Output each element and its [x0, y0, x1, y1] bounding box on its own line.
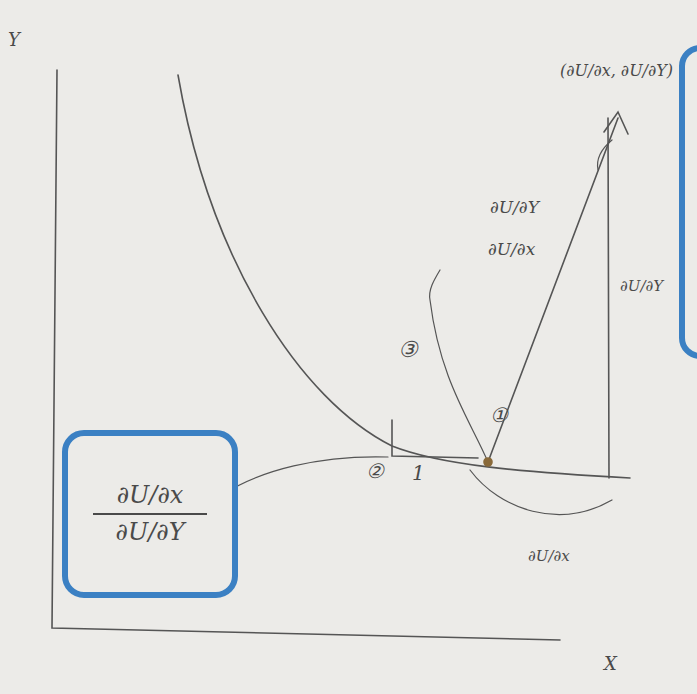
leader-line [222, 457, 388, 495]
vertical-component [608, 118, 609, 478]
callout-number: ② [366, 460, 384, 482]
angle-arc [598, 140, 612, 170]
tangent-point [484, 458, 492, 466]
math-label: 1 [412, 462, 425, 484]
math-label: (∂U/∂x, ∂U/∂Y) [560, 62, 673, 80]
slope-triangle [392, 420, 478, 458]
math-label: ∂U/∂Y [620, 278, 663, 295]
formula-text: ∂U/∂x [109, 481, 192, 510]
fraction-bar [93, 513, 208, 515]
math-label: ∂U/∂x [528, 548, 570, 565]
math-label: ∂U/∂x [488, 240, 535, 259]
math-label: X [604, 654, 617, 674]
indifference-curve [178, 75, 630, 478]
gradient-arrow [488, 118, 618, 462]
formula-text: ∂U/∂Y [108, 518, 193, 547]
math-label: Y [8, 30, 20, 50]
cut-off-box [682, 48, 697, 356]
bottom-arc [470, 470, 612, 514]
callout-number: ① [490, 404, 508, 426]
axes [52, 70, 560, 640]
math-label: ∂U/∂Y [490, 198, 539, 217]
tangent-curve [430, 270, 488, 462]
callout-number: ③ [398, 338, 418, 362]
formula-box: ∂U/∂x ∂U/∂Y [62, 430, 238, 598]
